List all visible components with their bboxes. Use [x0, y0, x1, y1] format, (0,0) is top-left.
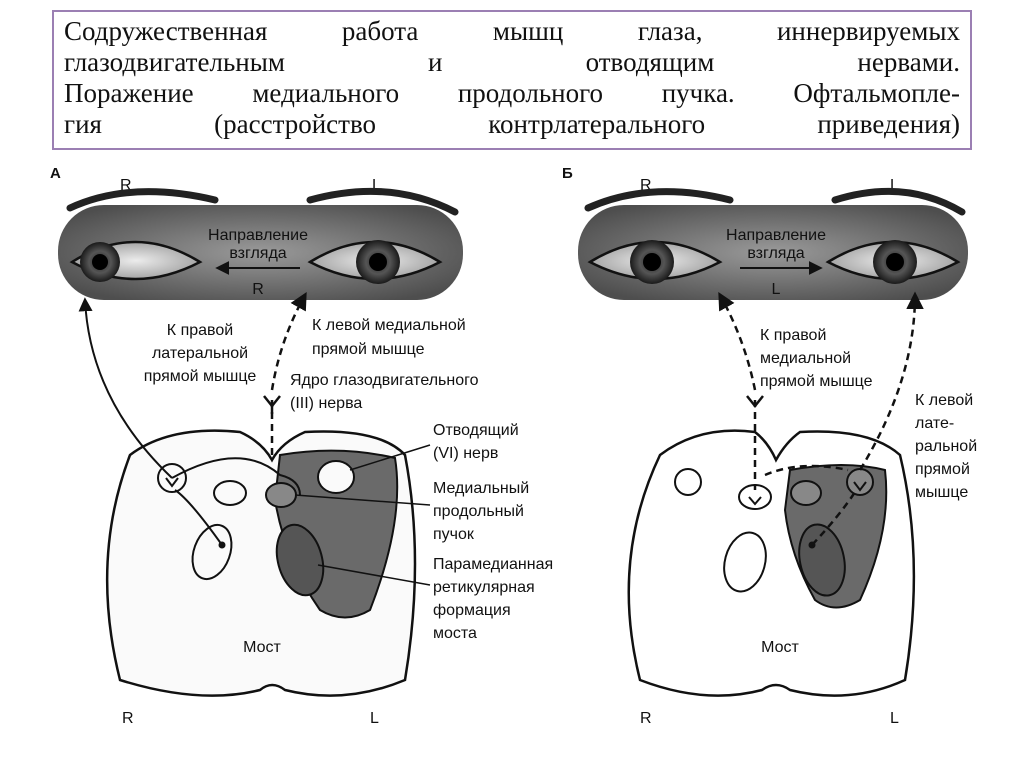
panel-b-to-right-medial-1: К правой	[760, 327, 826, 344]
panel-a-path-internal	[171, 457, 301, 496]
panel-a-tract	[191, 523, 233, 581]
panel-a-gaze-line2: взгляда	[229, 245, 286, 262]
panel-a-gaze-dir: R	[252, 281, 264, 298]
panel-b-tract	[723, 531, 767, 593]
panel-a-bottom-l: L	[370, 710, 379, 727]
panel-b-to-left-lateral-2: лате-	[915, 415, 954, 432]
panel-a-abducens-2: (VI) нерв	[433, 445, 498, 462]
panel-a-to-right-lateral-3: прямой мышце	[144, 368, 257, 385]
panel-b-to-left-lateral-5: мышце	[915, 484, 968, 501]
panel-b-letter: Б	[562, 165, 573, 182]
panel-a-eyebrow-r	[66, 188, 219, 212]
panel-b-path-right-medial	[718, 291, 757, 391]
panel-a-gaze-line1: Направление	[208, 227, 308, 244]
panel-a-mlf-2: продольный	[433, 503, 524, 520]
panel-a-abducens-1: Отводящий	[433, 422, 519, 439]
panel-b-eye-r-label: R	[640, 177, 652, 194]
panel-b-pons-label: Мост	[761, 639, 799, 656]
panel-a-bottom-r: R	[122, 710, 134, 727]
panel-a-eyebrow-l	[306, 187, 459, 216]
panel-b-bottom-l: L	[890, 710, 899, 727]
panel-b-to-right-medial-3: прямой мышце	[760, 373, 873, 390]
panel-a-oculomotor-2: (III) нерва	[290, 395, 362, 412]
panel-a-mlf-1: Медиальный	[433, 480, 529, 497]
panel-b-to-right-medial-2: медиальной	[760, 350, 851, 367]
title-box: Содружественная работа мышц глаза, иннер…	[52, 10, 972, 150]
panel-a-eye-l-label: L	[372, 177, 381, 194]
panel-b-gaze-line2: взгляда	[747, 245, 804, 262]
panel-a-mlf-l	[213, 480, 247, 506]
panel-a-mlf-r	[265, 482, 297, 508]
panel-a-eye-l-pupil	[369, 253, 387, 271]
panel-a-to-right-lateral-1: К правой	[167, 322, 233, 339]
panel-a-to-right-lateral-2: латеральной	[152, 345, 248, 362]
panel-b-to-left-lateral-3: ральной	[915, 438, 977, 455]
panel-a-pprf-3: формация	[433, 602, 511, 619]
panel-a-path-right-lateral	[78, 297, 173, 479]
panel-b-path-left-lateral	[858, 291, 924, 471]
panel-a-pprf-4: моста	[433, 625, 477, 642]
panel-b-eye-l-label: L	[890, 177, 899, 194]
panel-a-pons-label: Мост	[243, 639, 281, 656]
title-line-1: Содружественная работа мышц глаза, иннер…	[64, 16, 960, 46]
panel-b-eyes	[578, 187, 968, 300]
title-line-4: гия (расстройство контрлатерального прив…	[64, 109, 960, 139]
title-line-3: Поражение медиального продольного пучка.…	[64, 78, 960, 108]
title-line-2: глазодвигательным и отводящим нервами.	[64, 47, 960, 77]
panel-a-pprf-core	[275, 523, 325, 597]
panel-b-to-left-lateral-1: К левой	[915, 392, 973, 409]
panel-b-bottom-r: R	[640, 710, 652, 727]
panel-a-mlf-3: пучок	[433, 526, 475, 543]
panel-a-eye-r-pupil	[92, 254, 108, 270]
panel-a-path-left-medial	[270, 291, 307, 391]
panel-b-mlf-l	[790, 480, 822, 506]
panel-a-to-left-medial-1: К левой медиальной	[312, 317, 466, 334]
panel-b-abducens-nucleus-r	[674, 468, 702, 496]
panel-a-pprf-1: Парамедианная	[433, 556, 553, 573]
panel-b-gaze-line1: Направление	[726, 227, 826, 244]
panel-a-to-left-medial-2: прямой мышце	[312, 341, 425, 358]
panel-a-abducens-nucleus	[317, 460, 355, 494]
panel-b-to-left-lateral-4: прямой	[915, 461, 970, 478]
panel-b-gaze-dir: L	[772, 281, 781, 298]
panel-a-eyes	[58, 187, 463, 300]
panel-a-pprf-2: ретикулярная	[433, 579, 535, 596]
panel-a-eye-r-label: R	[120, 177, 132, 194]
panel-a-oculomotor-1: Ядро глазодвигательного	[290, 372, 479, 389]
panel-a-letter: А	[50, 165, 61, 182]
